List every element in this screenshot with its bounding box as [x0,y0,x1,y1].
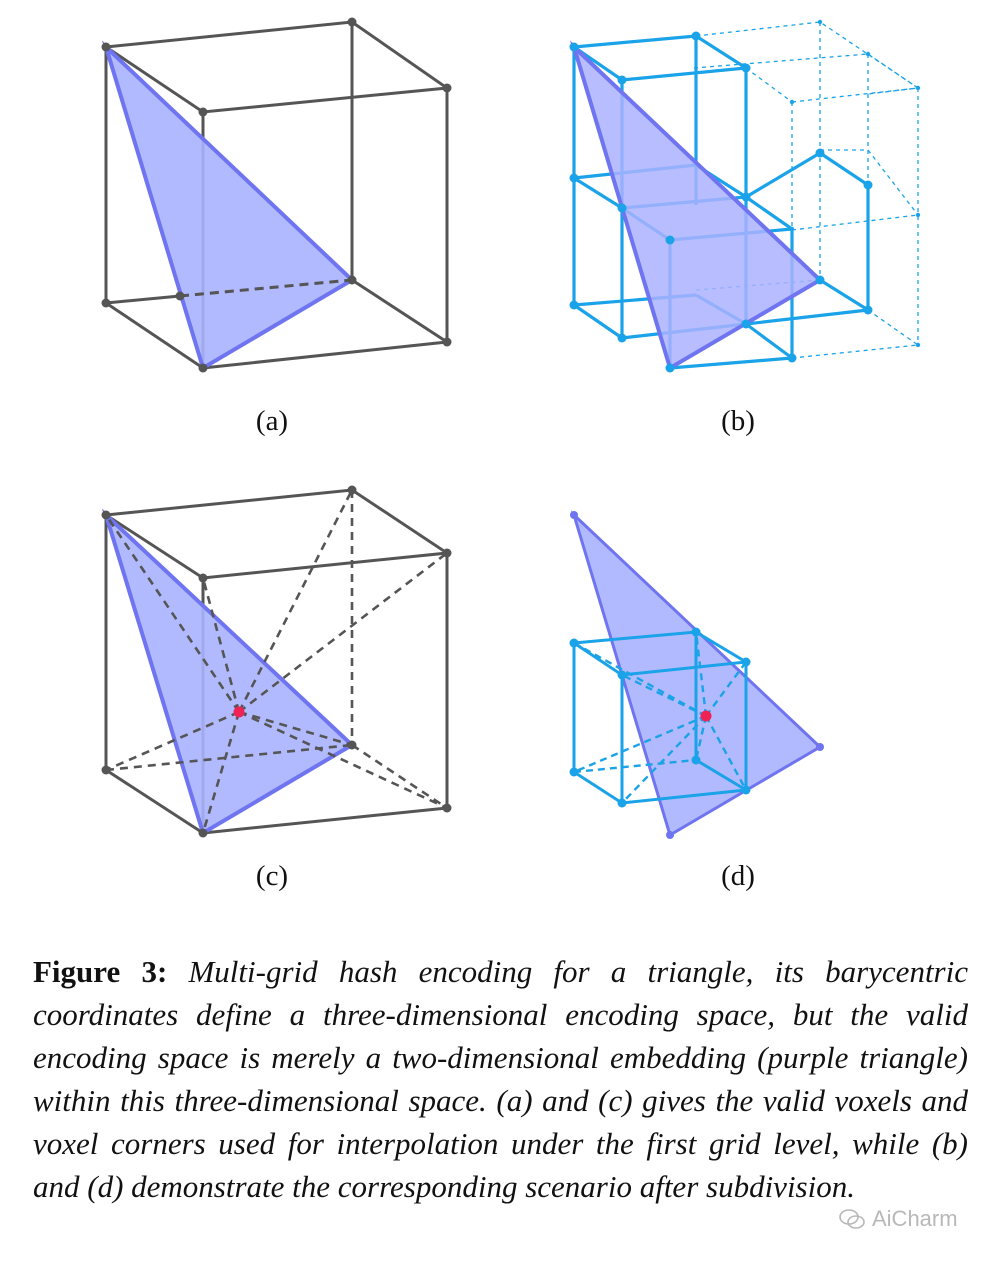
panel-d-label: (d) [721,860,755,892]
panel-a-label: (a) [255,405,289,437]
panel-b-label: (b) [721,405,755,437]
panel-a-figure [101,17,452,373]
wechat-icon [839,1209,865,1229]
panel-c: (c) [0,470,500,930]
panel-b: (b) [496,0,996,460]
panel-c-figure [101,485,452,838]
cube-edge [351,278,448,344]
panel-b-figure [569,19,921,373]
watermark: AiCharm [838,1206,958,1232]
valid-triangle [101,40,356,372]
panel-a: (a) [0,0,500,460]
watermark-text: AiCharm [872,1206,958,1231]
sample-point [233,706,245,718]
panel-c-label: (c) [255,860,289,892]
figure-caption: Figure 3: Multi-grid hash encoding for a… [33,950,968,1208]
sample-point [700,710,712,722]
panel-d-figure [569,510,824,839]
figure-label: Figure 3: [33,954,168,989]
cube-edge [105,301,204,370]
valid-triangle [101,508,356,837]
caption-text: Multi-grid hash encoding for a triangle,… [33,954,968,1204]
cube-edge [105,294,181,305]
panel-d: (d) [496,470,996,930]
cube-edge [202,340,448,370]
